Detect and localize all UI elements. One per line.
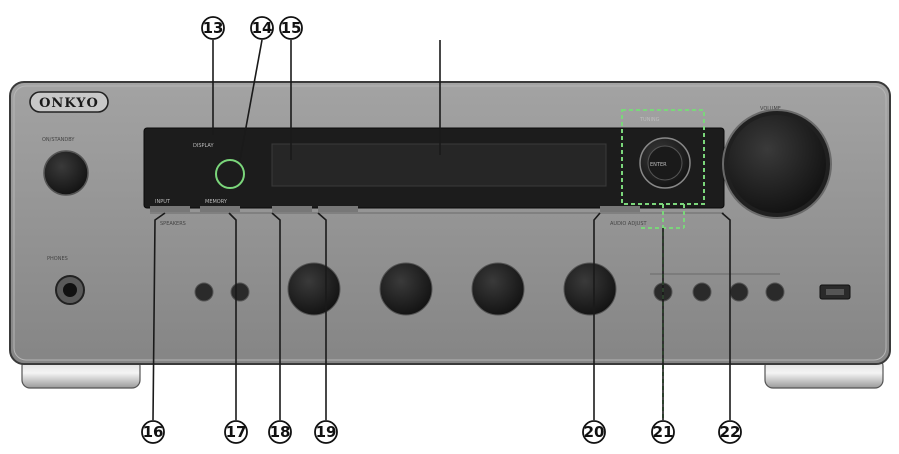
callout-20: 20 [582, 420, 606, 444]
input-button[interactable] [150, 206, 190, 212]
volume-knob[interactable]: VOLUME [722, 106, 832, 219]
select-button-2[interactable] [692, 282, 712, 302]
svg-text:17: 17 [226, 423, 247, 441]
audio-adjust-label: AUDIO ADJUST [610, 221, 648, 227]
audio-adjust-button[interactable] [600, 206, 640, 212]
svg-text:20: 20 [584, 423, 605, 441]
memory-label: MEMORY [205, 199, 228, 205]
svg-text:22: 22 [720, 423, 741, 441]
select-button-4[interactable] [765, 282, 785, 302]
power-knob-icon[interactable] [43, 150, 89, 196]
display-label: DISPLAY [193, 143, 214, 149]
power-button[interactable]: ON/STANDBY [42, 137, 89, 196]
enter-label: ENTER [650, 162, 667, 168]
strip-button-19[interactable] [318, 206, 358, 212]
memory-button[interactable] [200, 206, 240, 212]
callout-17: 17 [224, 420, 248, 444]
callout-21: 21 [651, 420, 675, 444]
callout-19: 19 [314, 420, 338, 444]
on-standby-label: ON/STANDBY [42, 137, 75, 143]
svg-text:14: 14 [252, 19, 273, 37]
tone-knob-3[interactable] [471, 262, 525, 316]
svg-text:19: 19 [316, 423, 337, 441]
select-button-3[interactable] [729, 282, 749, 302]
svg-text:21: 21 [653, 423, 674, 441]
tuning-label: TUNING [639, 117, 660, 123]
speaker-a-button[interactable] [194, 282, 214, 302]
strip-button-18[interactable] [272, 206, 312, 212]
brand-logo: ONKYO [29, 91, 109, 113]
tone-knobs [287, 262, 617, 316]
display-window: DISPLAY TUNING INPUT MEMORY [143, 117, 725, 209]
callout-lines [152, 39, 731, 421]
volume-dial-icon[interactable] [728, 115, 826, 213]
speakers-label: SPEAKERS [160, 221, 186, 227]
svg-text:15: 15 [281, 19, 302, 37]
usb-port[interactable] [819, 284, 851, 300]
callout-22: 22 [718, 420, 742, 444]
callout-13: 13 [201, 16, 225, 40]
tone-knob-2[interactable] [379, 262, 433, 316]
callout-16: 16 [141, 420, 165, 444]
callout-14: 14 [250, 16, 274, 40]
svg-text:16: 16 [143, 423, 164, 441]
phones-jack[interactable]: PHONES [47, 256, 85, 305]
button-strip: SPEAKERS AUDIO ADJUST [150, 206, 724, 227]
tone-knob-1[interactable] [287, 262, 341, 316]
input-label: INPUT [155, 199, 171, 205]
brand-name: ONKYO [39, 96, 99, 111]
callout-18: 18 [268, 420, 292, 444]
tone-knob-4[interactable] [563, 262, 617, 316]
speaker-b-button[interactable] [230, 282, 250, 302]
volume-label: VOLUME [760, 106, 781, 112]
svg-text:13: 13 [203, 19, 224, 37]
callout-15: 15 [279, 16, 303, 40]
svg-text:18: 18 [270, 423, 291, 441]
phones-label: PHONES [47, 256, 68, 262]
fl-display [271, 143, 607, 187]
